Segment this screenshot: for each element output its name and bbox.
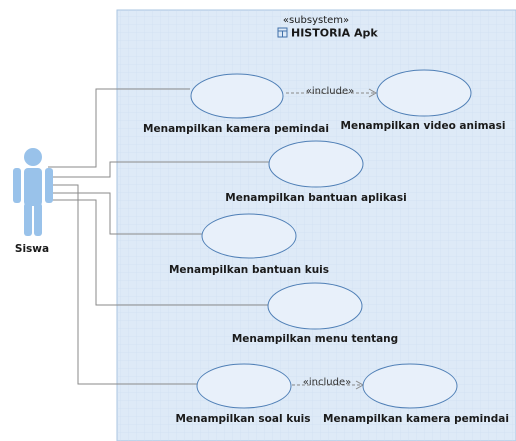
actor-label: Siswa (15, 243, 49, 255)
association-line-uc6[interactable] (48, 184, 198, 385)
use-case-uc1[interactable]: Menampilkan kamera pemindai (143, 73, 329, 135)
association-line-uc3[interactable] (48, 161, 270, 178)
use-case-label: Menampilkan kamera pemindai (323, 413, 509, 425)
association-line-uc5[interactable] (48, 199, 268, 306)
actor-stick-figure-icon (13, 148, 53, 236)
include-label: «include» (306, 86, 354, 97)
use-case-label: Menampilkan bantuan aplikasi (225, 192, 407, 204)
include-label: «include» (303, 377, 351, 388)
use-case-label: Menampilkan menu tentang (232, 333, 398, 345)
subsystem-icon (277, 27, 288, 38)
subsystem-stereotype: «subsystem» (283, 15, 349, 26)
association-line-uc4[interactable] (48, 192, 203, 235)
use-case-label: Menampilkan soal kuis (175, 413, 310, 425)
use-case-uc2[interactable]: Menampilkan video animasi (341, 69, 506, 132)
use-case-uc3[interactable]: Menampilkan bantuan aplikasi (225, 140, 407, 204)
use-case-label: Menampilkan kamera pemindai (143, 123, 329, 135)
actor-siswa[interactable]: Siswa (13, 148, 53, 255)
use-case-uc5[interactable]: Menampilkan menu tentang (232, 282, 398, 345)
use-case-label: Menampilkan bantuan kuis (169, 264, 329, 276)
use-case-uc4[interactable]: Menampilkan bantuan kuis (169, 213, 329, 276)
use-case-uc6[interactable]: Menampilkan soal kuis (175, 363, 311, 425)
use-case-uc7[interactable]: Menampilkan kamera pemindai (323, 363, 509, 425)
subsystem-title: HISTORIA Apk (291, 27, 378, 40)
include-relation-uc1-uc2[interactable]: «include» (286, 86, 378, 98)
association-line-uc1[interactable] (48, 88, 190, 168)
use-case-label: Menampilkan video animasi (341, 120, 506, 132)
